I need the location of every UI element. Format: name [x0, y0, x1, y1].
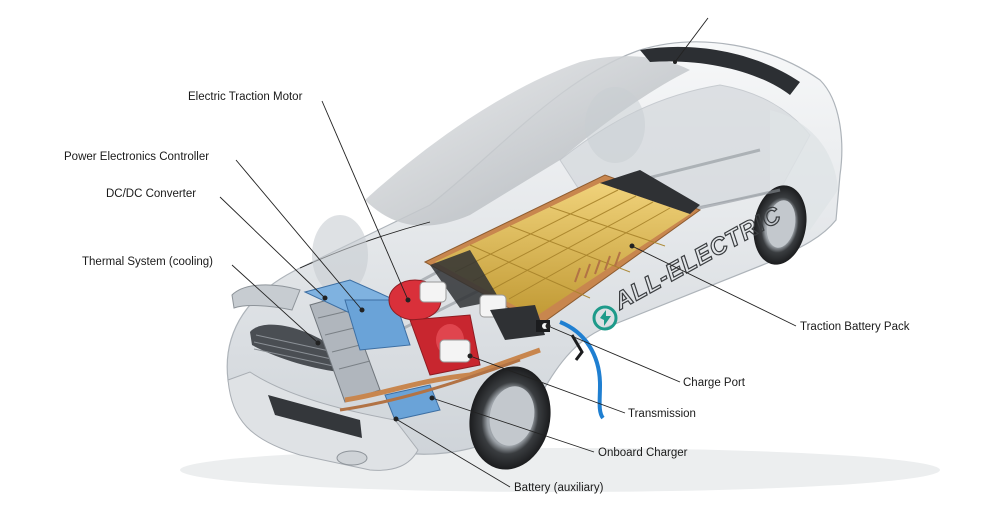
label-onboard-charger: Onboard Charger: [598, 447, 688, 459]
antenna-line: [674, 17, 709, 63]
antenna-dot: [673, 60, 677, 64]
leader-dot-onboard-charger: [429, 395, 435, 401]
charge-cable: [536, 320, 605, 420]
leader-onboard-charger: [431, 397, 595, 453]
traction-battery-pack-graphic: [423, 170, 702, 326]
label-transmission: Transmission: [628, 408, 696, 420]
label-electric-traction-motor: Electric Traction Motor: [188, 91, 303, 103]
wheels: [312, 87, 807, 470]
leader-lines: [219, 100, 797, 488]
leader-transmission: [469, 355, 626, 414]
leader-electric-traction-motor: [321, 100, 409, 301]
leader-dot-dc-dc-converter: [322, 295, 328, 301]
front-components: [303, 279, 545, 421]
leader-dot-thermal-system: [315, 340, 321, 346]
label-charge-port: Charge Port: [683, 377, 746, 389]
callout-labels: Electric Traction Motor Power Electronic…: [64, 91, 910, 494]
leader-thermal-system: [231, 264, 319, 344]
leader-charge-port: [547, 325, 681, 383]
leader-dot-transmission: [467, 353, 473, 359]
label-power-electronics-controller: Power Electronics Controller: [64, 151, 209, 163]
leader-power-electronics-controller: [235, 159, 363, 311]
leader-dot-charge-port: [545, 323, 551, 329]
label-thermal-system: Thermal System (cooling): [82, 256, 213, 268]
label-dc-dc-converter: DC/DC Converter: [106, 188, 196, 200]
leader-dot-power-electronics-controller: [359, 307, 365, 313]
leader-dot-electric-traction-motor: [405, 297, 411, 303]
leader-dot-battery-auxiliary: [393, 416, 399, 422]
leader-battery-auxiliary: [395, 418, 511, 488]
leader-dot-traction-battery-pack: [629, 243, 635, 249]
leader-dc-dc-converter: [219, 196, 326, 299]
label-battery-auxiliary: Battery (auxiliary): [514, 482, 604, 494]
leader-traction-battery-pack: [631, 245, 797, 327]
label-traction-battery-pack: Traction Battery Pack: [800, 321, 910, 333]
